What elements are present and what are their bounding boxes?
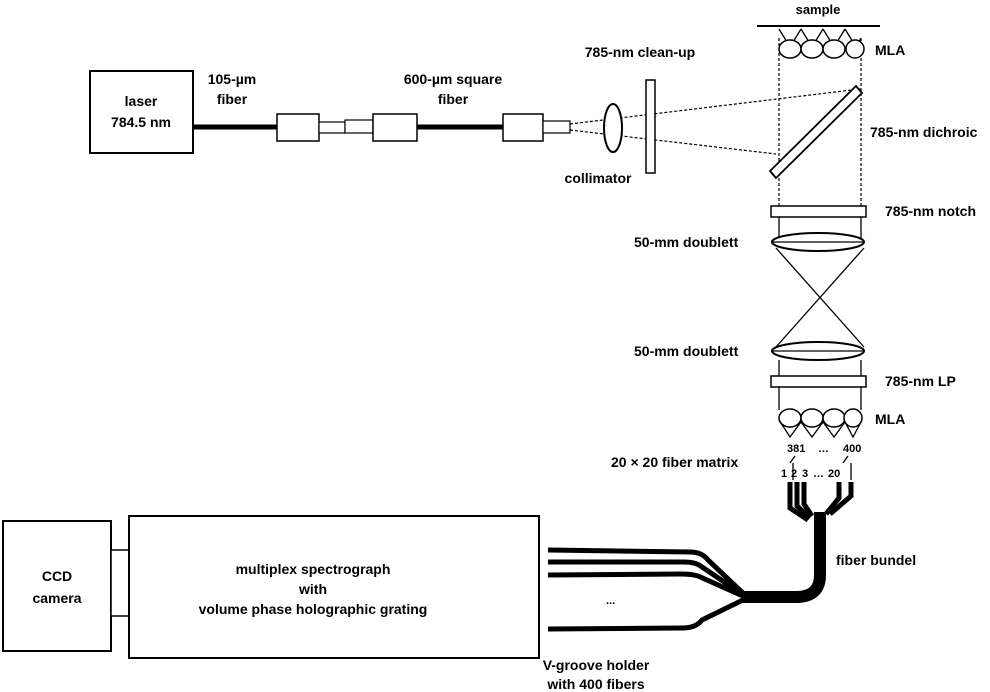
mla-top-label: MLA <box>875 42 905 58</box>
fiber-105-label-line1: 105-µm <box>208 71 257 87</box>
collimator-label: collimator <box>565 170 632 186</box>
square-fiber-label-line1: 600-µm square <box>404 71 503 87</box>
fiber-matrix-label: 20 × 20 fiber matrix <box>611 454 738 470</box>
beam-edge-lower <box>569 129 777 155</box>
spectrograph-label-line1: multiplex spectrograph <box>236 561 391 577</box>
cleanup-filter <box>645 79 656 174</box>
beam-edge-upper <box>569 88 861 125</box>
fiber-connector-1 <box>276 113 320 142</box>
square-fiber-label-line2: fiber <box>438 91 469 107</box>
matrix-dots-top: … <box>818 443 829 455</box>
matrix-index-1: 1 <box>781 468 787 480</box>
microlens-array-top <box>778 28 865 59</box>
vgroove-holder-label-line2: with 400 fibers <box>546 676 644 692</box>
fiber-adapter-2 <box>344 119 374 134</box>
matrix-index-3: 3 <box>802 468 808 480</box>
matrix-index-400: 400 <box>843 443 861 455</box>
longpass-filter <box>770 375 867 388</box>
vgroove-holder-label-line1: V-groove holder <box>543 657 650 673</box>
spectrograph-box <box>128 515 540 659</box>
sample-label: sample <box>796 2 841 17</box>
matrix-tick-marks <box>789 455 849 464</box>
fiber-connector-2 <box>372 113 418 142</box>
fiber-bundle <box>547 463 854 632</box>
camera-mount <box>110 549 130 617</box>
ccd-camera-box <box>2 520 112 652</box>
matrix-index-20: 20 <box>828 468 840 480</box>
fiber-adapter-1 <box>318 121 346 134</box>
doublet-1-label: 50-mm doublett <box>634 234 739 250</box>
fiber-105-label-line2: fiber <box>217 91 248 107</box>
dichroic-label: 785-nm dichroic <box>870 124 978 140</box>
ccd-label-line2: camera <box>32 590 81 606</box>
spectrograph-label-line2: with <box>298 581 327 597</box>
cleanup-filter-label: 785-nm clean-up <box>585 44 695 60</box>
spectrograph-label-line3: volume phase holographic grating <box>199 601 428 617</box>
microlens-array-bottom <box>778 408 863 439</box>
laser-box <box>89 70 194 154</box>
fiber-connector-3 <box>502 113 544 142</box>
notch-label: 785-nm notch <box>885 203 976 219</box>
vgroove-dots-middle: ... <box>606 595 615 607</box>
longpass-label: 785-nm LP <box>885 373 956 389</box>
fiber-tip <box>542 120 571 134</box>
matrix-dots-bottom: … <box>813 468 824 480</box>
matrix-index-2: 2 <box>791 468 797 480</box>
matrix-index-381: 381 <box>787 443 805 455</box>
ray-cross-2 <box>775 247 865 348</box>
fiber-bundle-label: fiber bundel <box>836 552 916 568</box>
notch-filter <box>770 205 867 218</box>
mla-bottom-label: MLA <box>875 411 905 427</box>
ccd-label-line1: CCD <box>42 568 72 584</box>
doublet-2-label: 50-mm doublett <box>634 343 739 359</box>
laser-label: laser <box>125 93 158 109</box>
collimator-lens <box>603 103 623 153</box>
laser-wavelength-label: 784.5 nm <box>111 114 171 130</box>
dichroic-mirror <box>768 84 864 180</box>
